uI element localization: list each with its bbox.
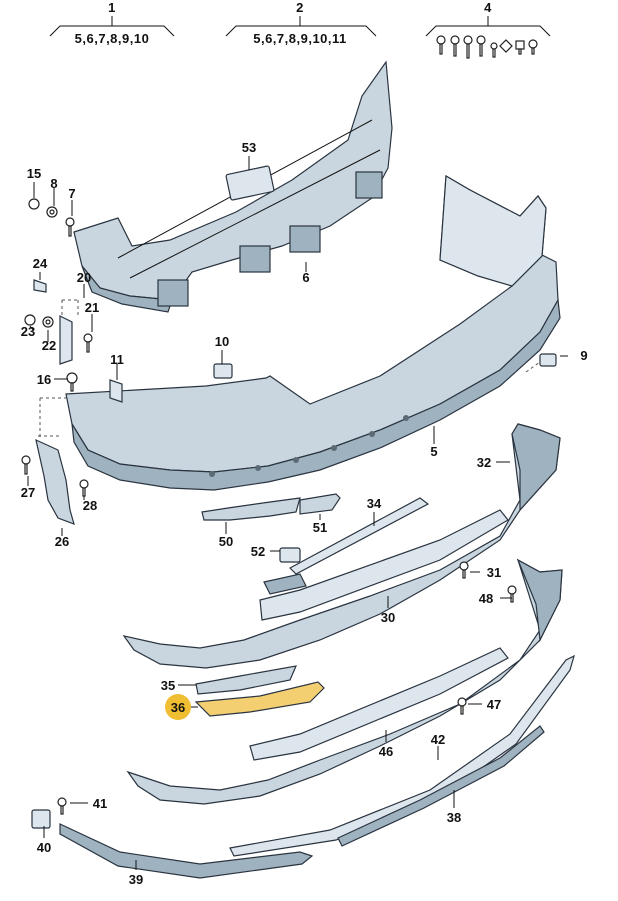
left-mounting-parts: [24, 198, 233, 403]
callout-5: 5: [430, 444, 437, 459]
callout-15: 15: [27, 166, 41, 181]
part-40-bracket: [31, 797, 67, 829]
callout-34: 34: [367, 496, 382, 511]
callout-50: 50: [219, 534, 233, 549]
callout-38: 38: [447, 810, 461, 825]
callout-36: 36: [171, 700, 185, 715]
callout-20: 20: [77, 270, 91, 285]
callout-11: 11: [110, 352, 124, 367]
group-4-number: 4: [484, 0, 492, 15]
group-1-header: 1 5,6,7,8,9,10: [49, 0, 175, 46]
callout-9: 9: [580, 348, 587, 363]
callout-53: 53: [242, 140, 256, 155]
callout-30: 30: [381, 610, 395, 625]
part-36-highlighted-trim: [194, 681, 325, 717]
group-4-fasteners-icon: [436, 35, 538, 59]
part-53-clip: [225, 165, 275, 201]
callout-32: 32: [477, 455, 491, 470]
bumper-cover: [38, 174, 561, 491]
leader-lines: [27, 156, 568, 870]
callout-24: 24: [33, 256, 48, 271]
callout-21: 21: [85, 300, 99, 315]
callout-22: 22: [42, 338, 56, 353]
callout-52: 52: [251, 544, 265, 559]
part-42-chrome-strip: [229, 654, 575, 857]
part-9-bracket: [525, 353, 557, 373]
callout-42: 42: [431, 732, 445, 747]
callout-48: 48: [479, 591, 493, 606]
part-38-lower-strip: [337, 725, 545, 847]
callout-6: 6: [302, 270, 309, 285]
callout-8: 8: [50, 176, 57, 191]
callout-41: 41: [93, 796, 107, 811]
group-2-header: 2 5,6,7,8,9,10,11: [225, 0, 377, 46]
callout-31: 31: [487, 565, 501, 580]
part-34-strip: [289, 497, 430, 575]
part-35-trim: [195, 665, 297, 695]
highlight-marker-36: [165, 694, 191, 720]
group-2-number: 2: [296, 0, 304, 15]
callout-40: 40: [37, 840, 51, 855]
part-26-side-bracket: [21, 438, 89, 525]
group-4-header: 4: [425, 0, 551, 59]
callout-labels: 53 15 8 7 6 24 20 21 23 22 16 11 10 9 5 …: [21, 140, 588, 887]
group-1-refs: 5,6,7,8,9,10: [75, 31, 150, 46]
part-30-diffuser: [122, 423, 561, 669]
bumper-carrier-bracket: [73, 60, 393, 313]
callout-10: 10: [215, 334, 229, 349]
group-2-refs: 5,6,7,8,9,10,11: [253, 31, 347, 46]
callout-28: 28: [83, 498, 97, 513]
callout-35: 35: [161, 678, 175, 693]
part-46-diffuser: [126, 558, 563, 805]
trim-strips-50-51: [201, 493, 341, 521]
callout-27: 27: [21, 485, 35, 500]
callout-51: 51: [313, 520, 327, 535]
callout-39: 39: [129, 872, 143, 887]
callout-16: 16: [37, 372, 51, 387]
group-1-number: 1: [108, 0, 116, 15]
callout-23: 23: [21, 324, 35, 339]
part-39-long-strip: [59, 823, 314, 879]
callout-26: 26: [55, 534, 69, 549]
part-52-clip: [263, 547, 307, 595]
callout-47: 47: [487, 697, 501, 712]
callout-7: 7: [68, 186, 75, 201]
callout-46: 46: [379, 744, 393, 759]
